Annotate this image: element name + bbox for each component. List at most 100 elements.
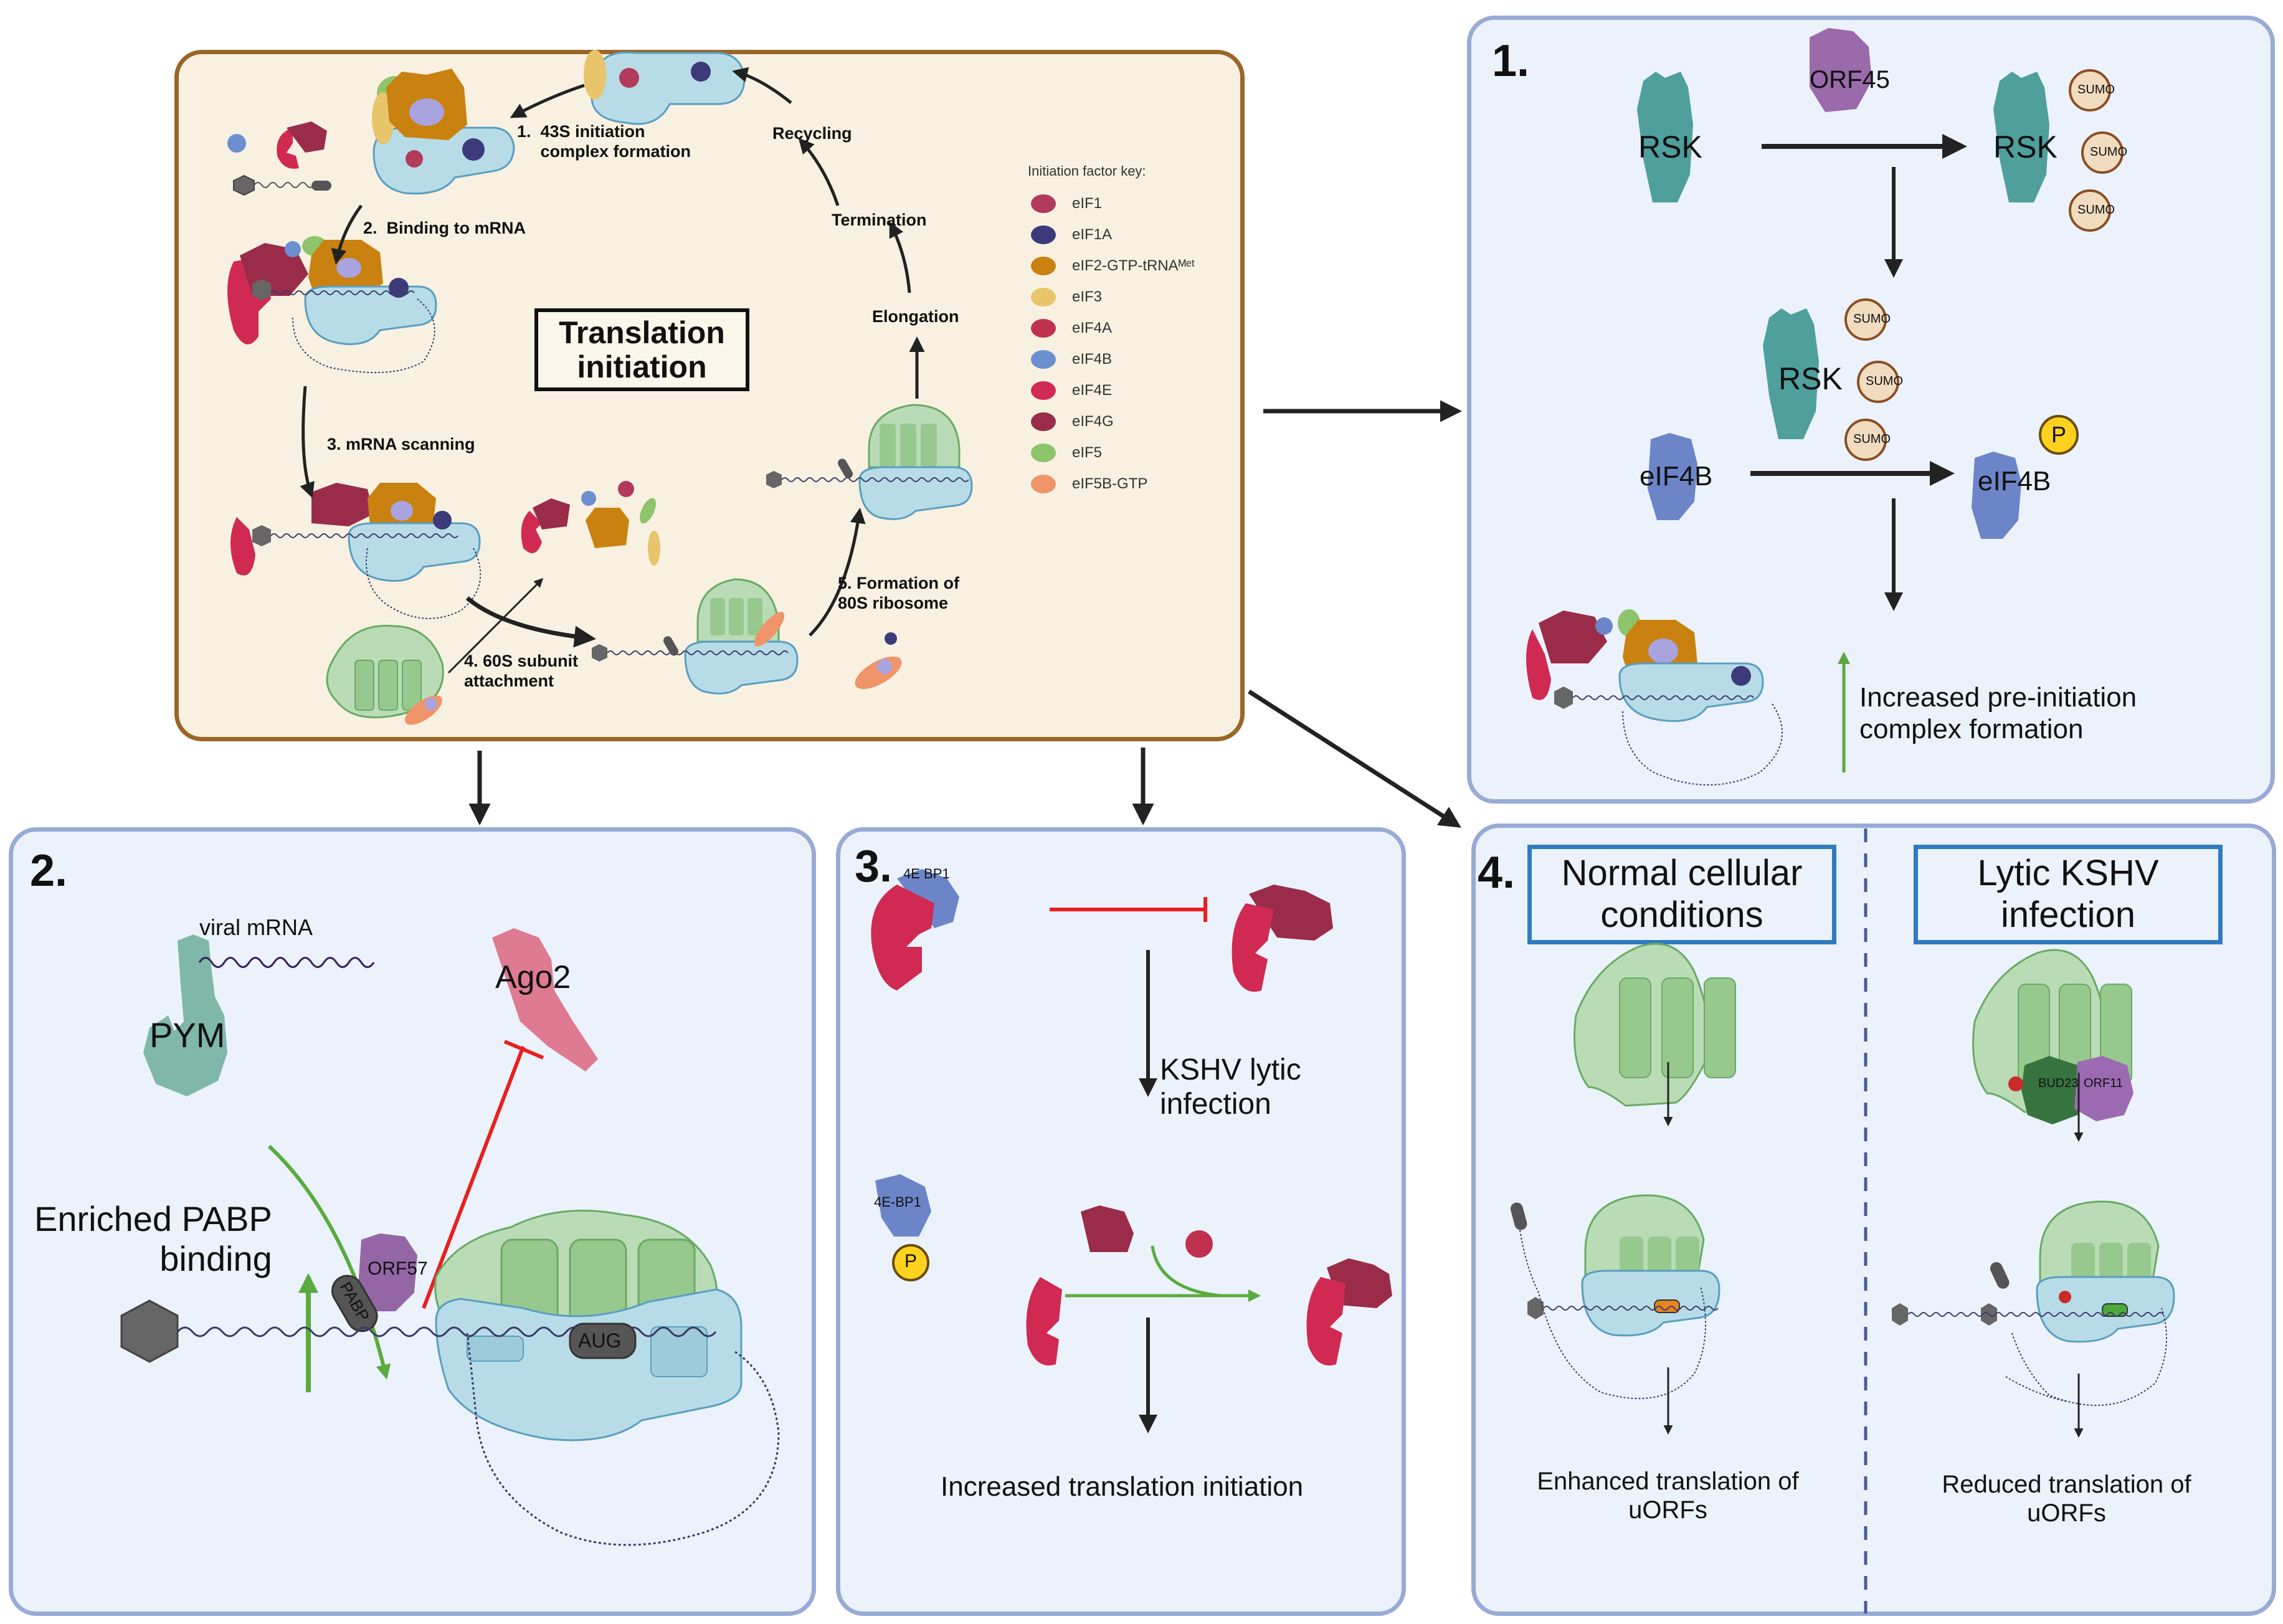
arrow-step1 bbox=[510, 83, 585, 118]
key-swatch-icon bbox=[1031, 412, 1056, 431]
panel-2-orf57 bbox=[9, 827, 816, 1616]
sumo-tag bbox=[2069, 189, 2111, 232]
lytic-kshv-box: Lytic KSHV infection bbox=[1914, 845, 2223, 944]
eif4b-phosphorylated bbox=[1972, 415, 2079, 539]
orf57-label: ORF57 bbox=[368, 1258, 428, 1279]
ribosome-80s-lytic bbox=[1892, 1200, 2175, 1406]
complex-43s bbox=[372, 69, 515, 195]
arrow-step4 bbox=[465, 596, 596, 648]
rsk-protein bbox=[1637, 72, 1693, 202]
mrna-cap-icon bbox=[120, 1299, 179, 1363]
step-2-label: 2. Binding to mRNA bbox=[363, 219, 526, 237]
sumo-label: SUMO bbox=[1866, 374, 1903, 388]
ribosome-80s bbox=[766, 404, 973, 520]
key-item: eIF4B bbox=[1031, 350, 1112, 369]
eif4f-complex bbox=[1232, 885, 1333, 992]
aug-codon bbox=[569, 1322, 637, 1359]
eif4e-free bbox=[277, 128, 299, 169]
bud23-protein bbox=[2008, 1056, 2084, 1124]
arrow-step3 bbox=[300, 386, 315, 498]
bud23-label: BUD23 bbox=[2038, 1076, 2079, 1090]
large-subunit-60s-lytic bbox=[1972, 949, 2132, 1113]
step-5-label: 5. Formation of 80S ribosome bbox=[838, 574, 959, 613]
methyl-mark bbox=[2008, 1076, 2023, 1091]
pym-to-orf57-arrow bbox=[267, 1144, 391, 1380]
orf45-protein bbox=[1810, 28, 1872, 112]
arrow-release bbox=[447, 577, 544, 674]
key-label: eIF3 bbox=[1072, 288, 1103, 305]
rsk-sumoylated-active bbox=[1763, 298, 1899, 461]
main-title-box: Translation initiation bbox=[534, 308, 749, 391]
key-label: eIF2-GTP-tRNAᴹᵉᵗ bbox=[1072, 257, 1195, 274]
arrow-termination bbox=[798, 138, 840, 206]
key-item: eIF4A bbox=[1031, 319, 1112, 338]
key-swatch-icon bbox=[1031, 319, 1056, 338]
key-item: eIF2-GTP-tRNAᴹᵉᵗ bbox=[1031, 257, 1195, 275]
ago2-label: Ago2 bbox=[495, 959, 571, 995]
connector-arrows bbox=[468, 400, 1462, 828]
phosphate-tag bbox=[2039, 415, 2079, 455]
eif5b-free bbox=[405, 695, 442, 725]
key-label: eIF1A bbox=[1072, 226, 1113, 243]
key-swatch-icon bbox=[1031, 194, 1056, 213]
key-item: eIF5 bbox=[1031, 444, 1102, 462]
orf57-inhibits-ago2 bbox=[422, 1045, 525, 1309]
rsk-sumoylated bbox=[1993, 69, 2124, 232]
aug-label: AUG bbox=[578, 1329, 622, 1352]
panel-2-number: 2. bbox=[30, 846, 68, 896]
key-label: eIF4A bbox=[1072, 320, 1113, 336]
key-label: eIF1 bbox=[1072, 195, 1103, 212]
key-item: eIF4E bbox=[1031, 381, 1112, 400]
large-subunit-60s-normal bbox=[1573, 943, 1736, 1107]
panel-3-number: 3. bbox=[855, 842, 893, 891]
key-item: eIF3 bbox=[1031, 288, 1102, 306]
normal-outcome: Enhanced translation of uORFs bbox=[1537, 1468, 1799, 1524]
key-swatch-icon bbox=[1031, 226, 1056, 244]
small-subunit-40s-recycled bbox=[584, 50, 746, 125]
complex-scanning bbox=[230, 483, 482, 619]
cap-icon bbox=[233, 174, 255, 196]
sumo-tag bbox=[1844, 298, 1887, 341]
phosphate-tag bbox=[892, 1244, 929, 1281]
arrow-step5 bbox=[809, 508, 866, 637]
eif4e-free bbox=[1026, 1277, 1062, 1365]
key-swatch-icon bbox=[1031, 475, 1056, 493]
eif4a-free bbox=[1185, 1230, 1213, 1258]
panel-4-number: 4. bbox=[1478, 848, 1516, 898]
sumo-label: SUMO bbox=[1853, 432, 1891, 446]
eif4b-label: eIF4B bbox=[1640, 461, 1713, 491]
4ebp1-phosphorylated bbox=[875, 1174, 931, 1281]
lytic-outcome: Reduced translation of uORFs bbox=[1942, 1471, 2191, 1527]
viral-mrna-strand bbox=[198, 957, 375, 968]
key-label: eIF4B bbox=[1072, 351, 1113, 368]
orf45-label: ORF45 bbox=[1810, 66, 1890, 93]
key-swatch-icon bbox=[1031, 381, 1056, 400]
panel-3-outcome: Increased translation initiation bbox=[941, 1471, 1304, 1502]
released-eif5b-eif1a bbox=[855, 632, 902, 690]
ago2-protein bbox=[492, 928, 598, 1071]
inhibition-bar bbox=[503, 1040, 544, 1060]
phospho-label: P bbox=[2051, 422, 2067, 447]
viral-mrna-label: viral mRNA bbox=[199, 914, 313, 940]
key-swatch-icon bbox=[1031, 444, 1056, 462]
termination-label: Termination bbox=[832, 211, 927, 229]
kshv-lytic-label: KSHV lytic infection bbox=[1160, 1053, 1301, 1121]
eif4g-free bbox=[1081, 1205, 1134, 1252]
rsk-active-label: RSK bbox=[1778, 361, 1843, 396]
4ebp1-label: 4E BP1 bbox=[903, 866, 950, 881]
sumo-tag bbox=[2069, 69, 2111, 112]
orf11-label: ORF11 bbox=[2084, 1076, 2123, 1090]
main-title-line2: initiation bbox=[577, 349, 707, 384]
key-item: eIF1A bbox=[1031, 226, 1112, 244]
mrna-strand bbox=[254, 182, 315, 188]
key-item: eIF4G bbox=[1031, 412, 1114, 431]
pym-label: PYM bbox=[150, 1015, 225, 1055]
eif4b-protein bbox=[1648, 433, 1697, 520]
panel-1-number: 1. bbox=[1492, 36, 1530, 86]
orf57-protein bbox=[358, 1233, 417, 1311]
pym-protein bbox=[143, 934, 227, 1096]
rsk-sumo-label: RSK bbox=[1993, 130, 2058, 164]
large-subunit-60s bbox=[326, 625, 444, 719]
